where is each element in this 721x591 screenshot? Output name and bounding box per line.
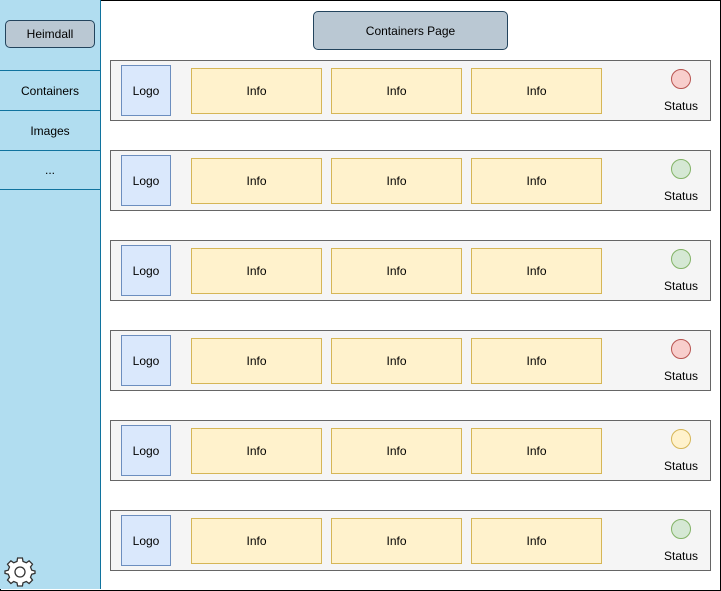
logo-label: Logo [132, 533, 160, 548]
info-field: Info [331, 248, 462, 294]
logo-label: Logo [132, 173, 160, 188]
info-field: Info [191, 248, 322, 294]
status-label: Status [663, 459, 699, 473]
info-label: Info [246, 534, 267, 548]
sidebar-item-label: ... [44, 163, 55, 177]
info-field: Info [471, 428, 602, 474]
logo-label: Logo [132, 443, 160, 458]
info-field: Info [191, 428, 322, 474]
info-label: Info [526, 534, 547, 548]
info-field: Info [331, 158, 462, 204]
info-label: Info [386, 264, 407, 278]
status-label: Status [663, 99, 699, 113]
info-field: Info [191, 518, 322, 564]
status-indicator [671, 519, 691, 539]
info-label: Info [246, 444, 267, 458]
container-logo: Logo [121, 425, 171, 476]
info-field: Info [191, 158, 322, 204]
status-label: Status [663, 189, 699, 203]
info-label: Info [526, 444, 547, 458]
info-field: Info [471, 158, 602, 204]
container-logo: Logo [121, 155, 171, 206]
sidebar-item-containers[interactable]: Containers [0, 70, 100, 110]
info-field: Info [331, 68, 462, 114]
container-logo: Logo [121, 515, 171, 566]
status-indicator [671, 69, 691, 89]
info-label: Info [246, 354, 267, 368]
info-label: Info [526, 264, 547, 278]
sidebar-item-images[interactable]: Images [0, 110, 100, 150]
status-indicator [671, 159, 691, 179]
sidebar-item-label: Containers [20, 83, 80, 98]
sidebar-item-label: Images [30, 123, 70, 138]
gear-icon[interactable] [4, 556, 36, 588]
info-label: Info [526, 84, 547, 98]
page-title: Containers Page [313, 11, 508, 50]
page-title-label: Containers Page [365, 23, 456, 38]
info-field: Info [331, 428, 462, 474]
info-field: Info [331, 338, 462, 384]
info-label: Info [246, 174, 267, 188]
status-label: Status [663, 549, 699, 563]
info-label: Info [386, 354, 407, 368]
info-field: Info [471, 338, 602, 384]
brand-label: Heimdall [26, 27, 74, 41]
info-field: Info [191, 68, 322, 114]
container-logo: Logo [121, 335, 171, 386]
status-indicator [671, 249, 691, 269]
info-label: Info [386, 84, 407, 98]
logo-label: Logo [132, 353, 160, 368]
container-logo: Logo [121, 65, 171, 116]
sidebar: Heimdall Containers Images ... [0, 0, 101, 589]
info-field: Info [191, 338, 322, 384]
info-label: Info [386, 174, 407, 188]
info-label: Info [246, 84, 267, 98]
status-indicator [671, 429, 691, 449]
status-label: Status [663, 369, 699, 383]
info-label: Info [386, 534, 407, 548]
info-label: Info [526, 354, 547, 368]
info-label: Info [526, 174, 547, 188]
logo-label: Logo [132, 83, 160, 98]
info-field: Info [471, 68, 602, 114]
sidebar-item-more[interactable]: ... [0, 150, 100, 190]
info-field: Info [471, 518, 602, 564]
info-field: Info [331, 518, 462, 564]
logo-label: Logo [132, 263, 160, 278]
status-label: Status [663, 279, 699, 293]
info-field: Info [471, 248, 602, 294]
info-label: Info [246, 264, 267, 278]
container-logo: Logo [121, 245, 171, 296]
status-indicator [671, 339, 691, 359]
info-label: Info [386, 444, 407, 458]
brand-button[interactable]: Heimdall [5, 20, 95, 48]
